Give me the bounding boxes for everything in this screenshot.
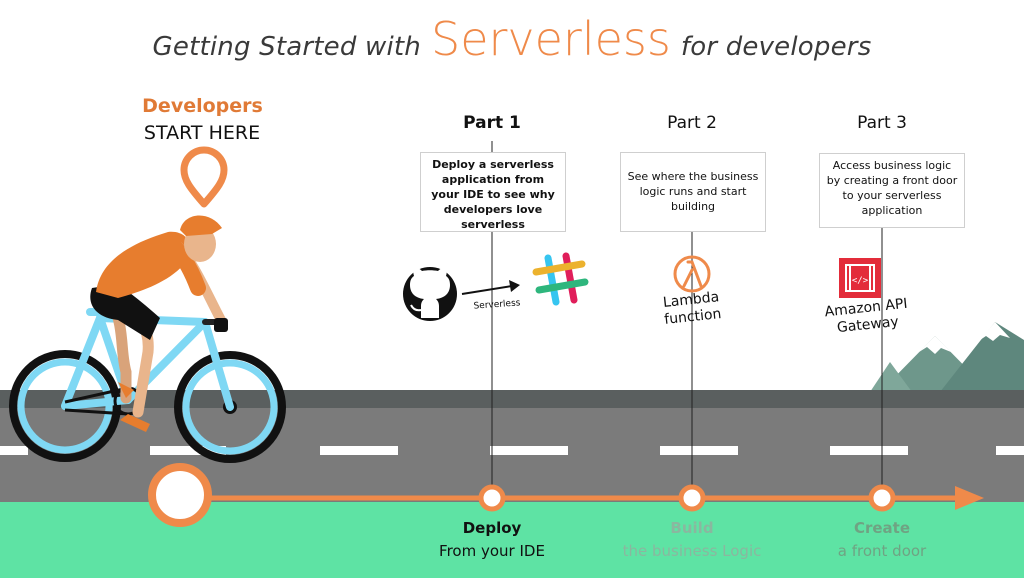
mountain	[940, 322, 1024, 392]
road-edge	[0, 390, 1024, 408]
stage-build-label: Build	[670, 519, 714, 537]
cyclist-shorts	[90, 284, 160, 340]
part-1-title: Part 1	[463, 113, 521, 133]
timeline-node-create	[868, 484, 896, 512]
timeline-node-build	[678, 484, 706, 512]
page-title: Getting Started with Serverless for develo…	[0, 12, 1024, 66]
bike-front-rim	[182, 359, 278, 455]
bike-rear-rim	[17, 358, 113, 454]
mountains	[870, 322, 1024, 392]
part-2-description: See where the business logic runs and st…	[620, 152, 766, 232]
timeline	[148, 463, 984, 527]
bike-front-tire	[174, 351, 286, 463]
road-markings	[0, 446, 1024, 455]
timeline-arrowhead	[955, 486, 984, 510]
part-3-title: Part 3	[857, 113, 907, 133]
title-prefix: Getting Started with	[152, 32, 421, 62]
cyclist-sleeve	[164, 236, 206, 296]
stage-create-sub: a front door	[837, 542, 927, 560]
lambda-icon	[673, 255, 711, 293]
connector-lines	[491, 141, 883, 486]
svg-text:</>: </>	[852, 276, 869, 286]
api-gateway-icon: </>	[839, 258, 881, 298]
github-icon	[403, 267, 457, 321]
stage-create-label: Create	[853, 519, 911, 537]
timeline-node-deploy	[478, 484, 506, 512]
timeline-start-node	[148, 463, 212, 527]
title-suffix: for developers	[680, 32, 872, 62]
part-1-description: Deploy a serverless application from you…	[420, 152, 566, 232]
developers-heading: Developers	[142, 95, 263, 117]
cyclist-helmet	[180, 215, 222, 236]
part-3-description: Access business logic by creating a fron…	[819, 153, 965, 228]
cyclist-shoe	[120, 414, 150, 432]
mountain	[870, 362, 912, 392]
bike-chain	[64, 386, 129, 416]
title-highlight: Serverless	[431, 12, 671, 66]
part-2-title: Part 2	[667, 113, 717, 133]
cyclist-illustration	[9, 215, 286, 463]
location-pin-icon	[180, 146, 228, 208]
slack-icon	[532, 252, 589, 306]
cyclist-shoe	[118, 382, 134, 398]
mountain-snow	[980, 322, 1010, 341]
grass	[0, 502, 1024, 578]
stage-deploy-sub: From your IDE	[439, 542, 545, 560]
deploy-arrow	[461, 280, 520, 295]
stage-deploy-label: Deploy	[462, 519, 522, 537]
stage-build-sub: the business Logic	[622, 542, 762, 560]
start-here-label: START HERE	[143, 122, 261, 144]
mountain-snow	[919, 336, 951, 354]
cyclist-glove	[214, 318, 228, 332]
